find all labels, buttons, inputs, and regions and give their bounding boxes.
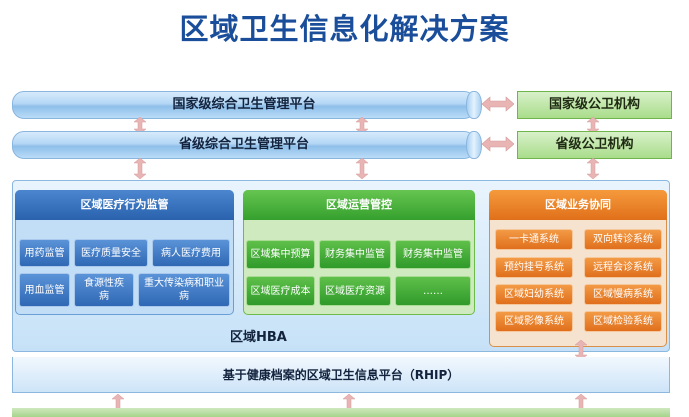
national-agency-box[interactable]: 国家级公卫机构: [517, 91, 672, 119]
operations-item[interactable]: 区域医疗成本: [246, 276, 315, 306]
business-item[interactable]: 远程会诊系统: [584, 257, 662, 278]
rhip-label: 基于健康档案的区域卫生信息平台（RHIP）: [222, 368, 460, 382]
medical-supervision-item[interactable]: 医疗质量安全: [74, 239, 148, 267]
medical-supervision-header[interactable]: 区域医疗行为监管: [15, 190, 234, 220]
regional-hba-label: 区域HBA: [230, 330, 287, 345]
vertical-double-arrow-icon: [356, 117, 368, 134]
vertical-double-arrow-icon: [356, 158, 368, 179]
operations-item[interactable]: 区域医疗资源: [319, 276, 391, 306]
lower-layer-strip: [12, 408, 670, 417]
horizontal-double-arrow-icon: [482, 136, 514, 152]
medical-supervision-item[interactable]: 用药监管: [19, 239, 70, 267]
vertical-double-arrow-icon: [587, 158, 599, 179]
business-item[interactable]: 预约挂号系统: [495, 257, 573, 278]
provincial-platform[interactable]: 省级综合卫生管理平台: [12, 131, 476, 159]
vertical-double-arrow-icon: [587, 117, 599, 134]
provincial-agency-box[interactable]: 省级公卫机构: [517, 131, 672, 159]
provincial-agency-label: 省级公卫机构: [555, 137, 634, 152]
national-platform-cap: [466, 91, 482, 119]
provincial-platform-label: 省级综合卫生管理平台: [178, 137, 309, 152]
vertical-double-arrow-icon: [134, 158, 146, 179]
business-item[interactable]: 区域影像系统: [495, 311, 573, 332]
business-item[interactable]: 区域检验系统: [584, 311, 662, 332]
business-item[interactable]: 区域妇幼系统: [495, 284, 573, 305]
vertical-double-arrow-icon: [134, 117, 146, 134]
vertical-double-arrow-icon: [112, 394, 124, 410]
vertical-double-arrow-icon: [575, 340, 587, 360]
vertical-double-arrow-icon: [343, 394, 355, 410]
medical-supervision-item[interactable]: 病人医疗费用: [152, 239, 230, 267]
business-header[interactable]: 区域业务协同: [489, 190, 667, 220]
page-title: 区域卫生信息化解决方案: [179, 12, 510, 46]
business-item[interactable]: 双向转诊系统: [584, 229, 662, 250]
operations-item[interactable]: 财务集中监管: [319, 240, 391, 269]
business-item[interactable]: 区域慢病系统: [584, 284, 662, 305]
medical-supervision-item[interactable]: 重大传染病和职业病: [138, 273, 230, 307]
operations-item[interactable]: 财务集中监管: [395, 240, 471, 269]
national-platform[interactable]: 国家级综合卫生管理平台: [12, 91, 476, 119]
rhip-platform[interactable]: 基于健康档案的区域卫生信息平台（RHIP）: [12, 357, 670, 393]
medical-supervision-item[interactable]: 用血监管: [19, 273, 70, 307]
operations-item[interactable]: 区域集中预算: [246, 240, 315, 269]
operations-header[interactable]: 区域运营管控: [243, 190, 475, 220]
national-agency-label: 国家级公卫机构: [548, 97, 640, 112]
horizontal-double-arrow-icon: [482, 96, 514, 112]
medical-supervision-item[interactable]: 食源性疾病: [74, 273, 134, 307]
business-item[interactable]: 一卡通系统: [495, 229, 573, 250]
vertical-double-arrow-icon: [575, 394, 587, 410]
national-platform-label: 国家级综合卫生管理平台: [172, 97, 316, 112]
provincial-platform-cap: [466, 131, 482, 159]
operations-item[interactable]: ……: [395, 276, 471, 306]
